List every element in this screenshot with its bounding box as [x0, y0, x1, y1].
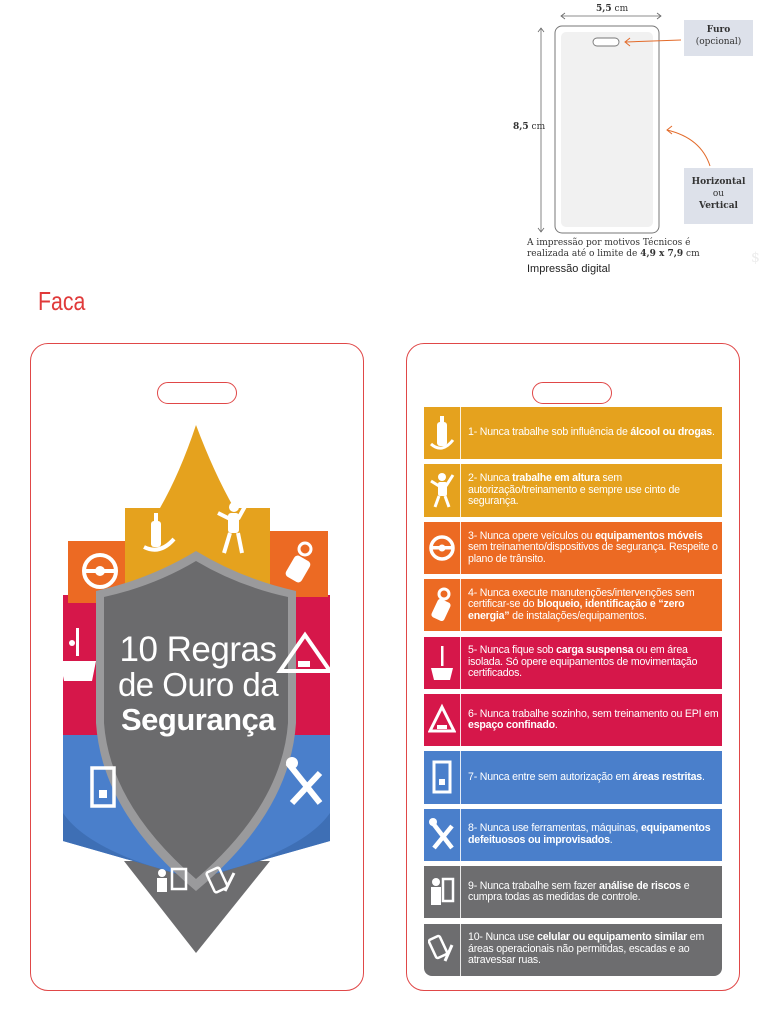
rule-text: 5- Nunca fique sob carga suspensa ou em …	[468, 644, 698, 680]
badge-front-slot	[157, 382, 237, 404]
height-work-icon	[424, 464, 461, 517]
rule-item: 4- Nunca execute manutenções/intervençõe…	[424, 579, 722, 632]
rule-text: 2- Nunca trabalhe em altura sem autoriza…	[468, 472, 680, 508]
suspended-load-icon	[424, 636, 461, 689]
rule-item: 3- Nunca opere veículos ou equipamentos …	[424, 521, 722, 574]
restricted-door-icon	[424, 751, 461, 804]
rule-text: 7- Nunca entre sem autorização em áreas …	[468, 770, 705, 783]
svg-text:$: $	[751, 250, 760, 266]
shield-title-line3: Segurança	[120, 702, 276, 737]
yellow-crown	[125, 425, 270, 605]
orientation-label: Horizontal ou Vertical	[684, 168, 753, 224]
shield-title-line2: de Ouro da	[117, 666, 279, 703]
rule-text: 6- Nunca trabalhe sozinho, sem treinamen…	[468, 707, 719, 732]
faca-title: Faca	[38, 286, 86, 316]
rule-item: 1- Nunca trabalhe sob influência de álco…	[424, 407, 722, 460]
risk-analysis-icon	[424, 866, 461, 919]
shield-title-line1: 10 Regras	[119, 630, 277, 669]
phone-walking-icon	[424, 923, 461, 976]
rule-text: 1- Nunca trabalhe sob influência de álco…	[468, 426, 715, 439]
height-dimension: 8,5 cm	[513, 122, 546, 132]
steering-wheel-icon	[424, 521, 461, 574]
shield-illustration	[60, 425, 334, 953]
furo-label: Furo (opcional)	[684, 20, 753, 56]
print-limit-note: A impressão por motivos Técnicos é reali…	[527, 238, 700, 259]
rule-text: 9- Nunca trabalhe sem fazer análise de r…	[468, 879, 690, 904]
confined-space-icon	[424, 694, 461, 747]
rule-text: 4- Nunca execute manutenções/intervençõe…	[468, 586, 695, 623]
front-icons	[60, 500, 334, 894]
rule-item: 7- Nunca entre sem autorização em áreas …	[424, 751, 722, 804]
print-spec-diagram: $ 5,5 cm 8,5 cm Furo (opcional) Horizont…	[505, 0, 768, 290]
rule-text: 3- Nunca opere veículos ou equipamentos …	[468, 529, 718, 565]
shield-body	[104, 561, 288, 879]
spec-lines: $	[537, 12, 760, 266]
rule-item: 8- Nunca use ferramentas, máquinas, equi…	[424, 808, 722, 861]
alcohol-icon	[424, 407, 461, 460]
rule-item: 6- Nunca trabalhe sozinho, sem treinamen…	[424, 694, 722, 747]
rule-item: 2- Nunca trabalhe em altura sem autoriza…	[424, 464, 722, 517]
width-dimension: 5,5 cm	[596, 4, 629, 14]
lockout-tag-icon	[424, 579, 461, 632]
tools-icon	[424, 808, 461, 861]
rule-item: 9- Nunca trabalhe sem fazer análise de r…	[424, 866, 722, 919]
rule-item: 5- Nunca fique sob carga suspensa ou em …	[424, 636, 722, 689]
digital-print-label: Impressão digital	[527, 263, 611, 275]
rule-item: 10- Nunca use celular ou equipamento sim…	[424, 923, 722, 976]
rule-text: 10- Nunca use celular ou equipamento sim…	[468, 931, 705, 967]
rule-text: 8- Nunca use ferramentas, máquinas, equi…	[468, 822, 711, 846]
badge-back-slot	[532, 382, 612, 404]
